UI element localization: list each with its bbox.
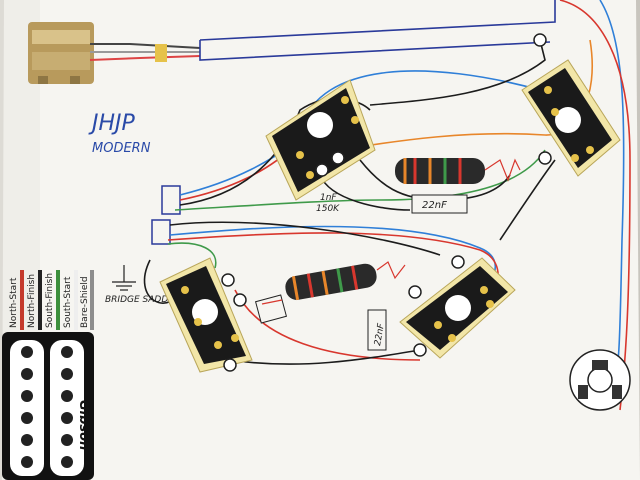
connector-tape (155, 44, 167, 62)
diagram-title: JHJP (88, 111, 136, 136)
legend-label-south-finish: South-Finish (45, 273, 55, 328)
wire-black-5 (229, 349, 421, 365)
pickup-legend: North-Start North-Finish South-Finish So… (9, 270, 94, 330)
treble-bleed-network (254, 294, 288, 324)
legend-label-bare-shield: Bare-Shield (80, 276, 90, 328)
pot-bottom-right (399, 257, 516, 359)
pot-top-right (521, 59, 621, 177)
ground-symbol (112, 265, 136, 291)
output-jack (569, 349, 631, 411)
bridge-note: BRIDGE SADDLES (105, 295, 185, 305)
pickup-brand: Gibson (76, 400, 91, 450)
tone-capacitor-lower (285, 261, 406, 301)
legend-label-south-start: South-Start (63, 276, 73, 328)
diagram-subtitle: MODERN (92, 141, 151, 156)
legend-label-north-start: North-Start (9, 277, 19, 328)
cap-label-box-upper: 22nF (411, 194, 468, 214)
cap-label-box-lower: 22nF (367, 309, 387, 351)
tone-note-res: 150K (316, 204, 340, 214)
wire-black-6 (499, 159, 556, 241)
pole-pieces-south (61, 346, 73, 468)
pole-pieces-north (21, 346, 33, 468)
wire-black-3 (169, 221, 441, 256)
pot-top-left (265, 79, 376, 201)
wire-red-jack (559, 0, 631, 411)
wire-green-lower (167, 242, 217, 269)
cap-label-lower: 22nF (373, 322, 387, 347)
output-connector (28, 22, 201, 84)
wire-black-2 (369, 39, 546, 106)
cap-label-upper: 22nF (422, 200, 447, 211)
tone-note: 1nF 150K (316, 193, 340, 214)
tone-note-value: 1nF (320, 193, 337, 203)
humbucker-pickup: Gibson (2, 332, 94, 480)
switch-block-lower (151, 219, 171, 245)
solder-lugs (221, 33, 552, 372)
legend-label-north-finish: North-Finish (27, 274, 37, 328)
wire-red-bottom (234, 289, 421, 361)
tone-capacitor-upper (395, 158, 521, 184)
pot-bottom-left (159, 257, 253, 373)
output-lead-wire (199, 0, 556, 61)
